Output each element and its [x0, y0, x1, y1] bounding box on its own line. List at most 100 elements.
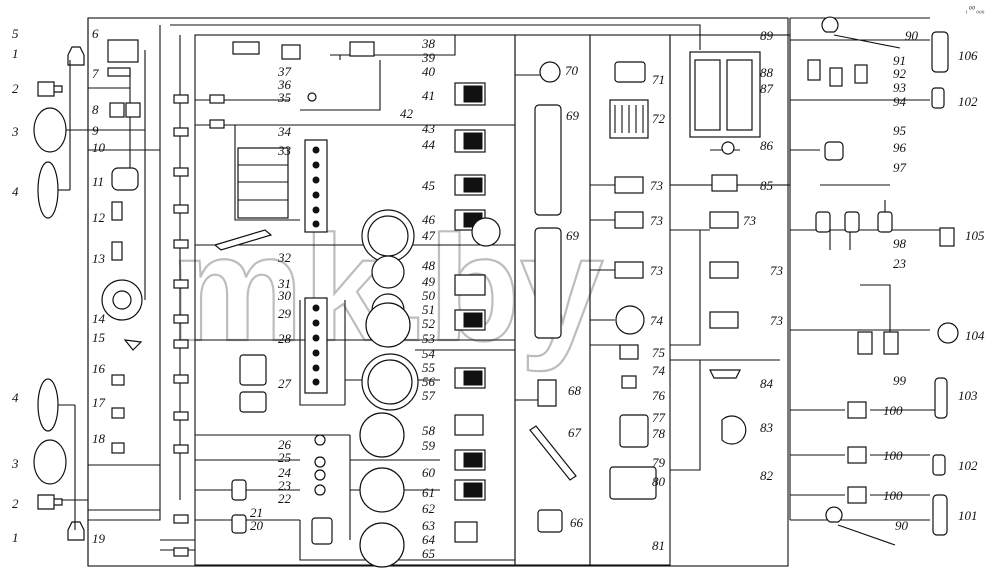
svg-text:66: 66	[570, 515, 584, 530]
label-5: 5	[12, 26, 19, 41]
right-components	[815, 16, 959, 546]
svg-text:68: 68	[568, 383, 582, 398]
svg-text:81: 81	[652, 538, 665, 553]
svg-text:65: 65	[422, 546, 436, 561]
svg-text:99: 99	[893, 373, 907, 388]
svg-text:34: 34	[277, 124, 292, 139]
svg-text:23: 23	[278, 478, 292, 493]
labels-right: 90 91 92 93 94 95 96 97 98 23 99 100 100…	[883, 28, 985, 533]
svg-text:105: 105	[965, 228, 985, 243]
svg-text:46: 46	[422, 212, 436, 227]
svg-text:100: 100	[883, 448, 903, 463]
svg-text:73: 73	[743, 213, 757, 228]
svg-text:40: 40	[422, 64, 436, 79]
svg-text:95: 95	[893, 123, 907, 138]
inner-left-components	[101, 39, 189, 557]
left-lamps	[33, 46, 88, 541]
svg-text:64: 64	[422, 532, 436, 547]
svg-text:94: 94	[893, 94, 907, 109]
svg-text:101: 101	[958, 508, 978, 523]
labels-center: 20 21 22 23 24 25 26 27 28 29 30 31 32 3…	[250, 36, 436, 561]
svg-text:32: 32	[277, 250, 292, 265]
svg-text:24: 24	[278, 465, 292, 480]
svg-text:90: 90	[905, 28, 919, 43]
svg-text:35: 35	[277, 90, 292, 105]
svg-text:72: 72	[652, 111, 666, 126]
svg-text:86: 86	[760, 138, 774, 153]
svg-text:38: 38	[421, 36, 436, 51]
svg-text:100: 100	[883, 403, 903, 418]
label-2: 2	[12, 81, 19, 96]
labels-right-center: 66 67 68 69 69 70 71 72 73 73 73 73 73 7…	[565, 28, 784, 553]
svg-text:7: 7	[92, 66, 99, 81]
svg-text:41: 41	[422, 88, 435, 103]
svg-text:74: 74	[650, 313, 664, 328]
svg-text:58: 58	[422, 423, 436, 438]
svg-text:59: 59	[422, 438, 436, 453]
svg-text:6: 6	[92, 26, 99, 41]
svg-text:97: 97	[893, 160, 907, 175]
svg-text:12: 12	[92, 210, 106, 225]
svg-text:53: 53	[422, 331, 436, 346]
svg-text:11: 11	[92, 174, 104, 189]
svg-text:73: 73	[770, 313, 784, 328]
svg-text:106: 106	[958, 48, 978, 63]
svg-text:89: 89	[760, 28, 774, 43]
svg-text:71: 71	[652, 72, 665, 87]
svg-text:69: 69	[566, 108, 580, 123]
svg-text:102: 102	[958, 94, 978, 109]
svg-text:9: 9	[92, 123, 99, 138]
svg-text:93: 93	[893, 80, 907, 95]
label-3: 3	[11, 124, 19, 139]
svg-text:100: 100	[883, 488, 903, 503]
svg-text:77: 77	[652, 410, 666, 425]
svg-text:17: 17	[92, 395, 106, 410]
center-components	[209, 41, 501, 568]
svg-text:98: 98	[893, 236, 907, 251]
svg-text:79: 79	[652, 455, 666, 470]
svg-text:67: 67	[568, 425, 582, 440]
svg-text:30: 30	[277, 288, 292, 303]
svg-text:90: 90	[895, 518, 909, 533]
svg-text:87: 87	[760, 81, 774, 96]
svg-text:69: 69	[566, 228, 580, 243]
right-center-components	[529, 51, 868, 533]
svg-text:48: 48	[422, 258, 436, 273]
svg-text:43: 43	[422, 121, 436, 136]
svg-text:47: 47	[422, 228, 436, 243]
svg-text:92: 92	[893, 66, 907, 81]
svg-text:54: 54	[422, 346, 436, 361]
svg-text:8: 8	[92, 102, 99, 117]
svg-text:85: 85	[760, 178, 774, 193]
svg-text:73: 73	[650, 263, 664, 278]
svg-text:52: 52	[422, 316, 436, 331]
svg-text:33: 33	[277, 143, 292, 158]
svg-text:26: 26	[278, 437, 292, 452]
svg-text:15: 15	[92, 330, 106, 345]
svg-text:63: 63	[422, 518, 436, 533]
label-2: 2	[12, 496, 19, 511]
svg-text:14: 14	[92, 311, 106, 326]
svg-text:16: 16	[92, 361, 106, 376]
label-4: 4	[12, 390, 19, 405]
svg-text:44: 44	[422, 137, 436, 152]
svg-text:102: 102	[958, 458, 978, 473]
svg-text:104: 104	[965, 328, 985, 343]
svg-text:91: 91	[893, 53, 906, 68]
svg-text:88: 88	[760, 65, 774, 80]
svg-text:60: 60	[422, 465, 436, 480]
label-3: 3	[11, 456, 19, 471]
svg-text:45: 45	[422, 178, 436, 193]
svg-text:29: 29	[278, 306, 292, 321]
svg-text:96: 96	[893, 140, 907, 155]
corner-mark: ₁⁰⁰ ₀₀₀	[965, 5, 985, 14]
svg-text:80: 80	[652, 474, 666, 489]
svg-text:28: 28	[278, 331, 292, 346]
svg-text:51: 51	[422, 302, 435, 317]
svg-text:74: 74	[652, 363, 666, 378]
svg-text:31: 31	[277, 276, 291, 291]
svg-text:49: 49	[422, 274, 436, 289]
label-1: 1	[12, 530, 19, 545]
svg-text:103: 103	[958, 388, 978, 403]
